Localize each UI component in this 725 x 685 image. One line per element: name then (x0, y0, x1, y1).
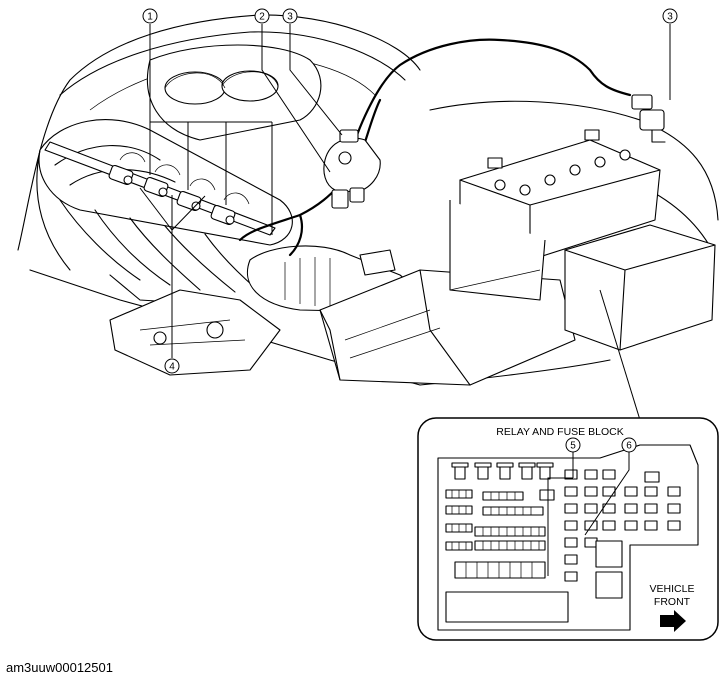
engine-cover (146, 44, 322, 141)
vehicle-front-line1: VEHICLE (650, 583, 695, 595)
callout-4: 4 (164, 358, 180, 374)
battery (449, 129, 661, 301)
right-arrow-icon (660, 610, 686, 632)
relay-fuse-block (564, 224, 716, 351)
inset-title: RELAY AND FUSE BLOCK (496, 426, 623, 438)
injector-1 (108, 164, 134, 186)
relay-lower (595, 571, 623, 599)
callout-1-label: 1 (147, 12, 153, 23)
callout-6-label: 6 (626, 441, 632, 452)
front-lower-components (109, 289, 281, 376)
lower-fuse-strip (454, 561, 546, 579)
callout-6: 6 (621, 437, 637, 453)
callout-3b-label: 3 (667, 12, 673, 23)
fuse-block-inset: RELAY AND FUSE BLOCK (417, 417, 719, 641)
right-fuse-columns (564, 469, 681, 582)
callout-2-label: 2 (259, 12, 265, 23)
air-cleaner (319, 269, 576, 386)
callout-1: 1 (142, 8, 158, 24)
relay-upper (595, 540, 623, 568)
callout-4-label: 4 (169, 362, 175, 373)
coil-connector-cluster (323, 129, 381, 209)
mini-fuse-rows (474, 489, 555, 551)
fuse-panel-outline (437, 444, 699, 631)
callout-3a: 3 (282, 8, 298, 24)
left-fuse-group (445, 489, 473, 551)
callout-5: 5 (565, 437, 581, 453)
figure-caption: am3uuw00012501 (6, 660, 113, 675)
fuel-rail (44, 141, 276, 236)
callout-2: 2 (254, 8, 270, 24)
wiring-harness (238, 38, 632, 257)
right-connector (631, 94, 666, 143)
injector-4 (210, 204, 236, 226)
top-relays (451, 462, 554, 480)
callout-5-label: 5 (570, 441, 576, 452)
callout-3a-label: 3 (287, 12, 293, 23)
fuse-label-area (445, 591, 569, 623)
injector-2 (143, 176, 169, 198)
callout-3b: 3 (662, 8, 678, 24)
vehicle-front-line2: FRONT (654, 596, 691, 608)
callout-leaders (139, 24, 671, 421)
